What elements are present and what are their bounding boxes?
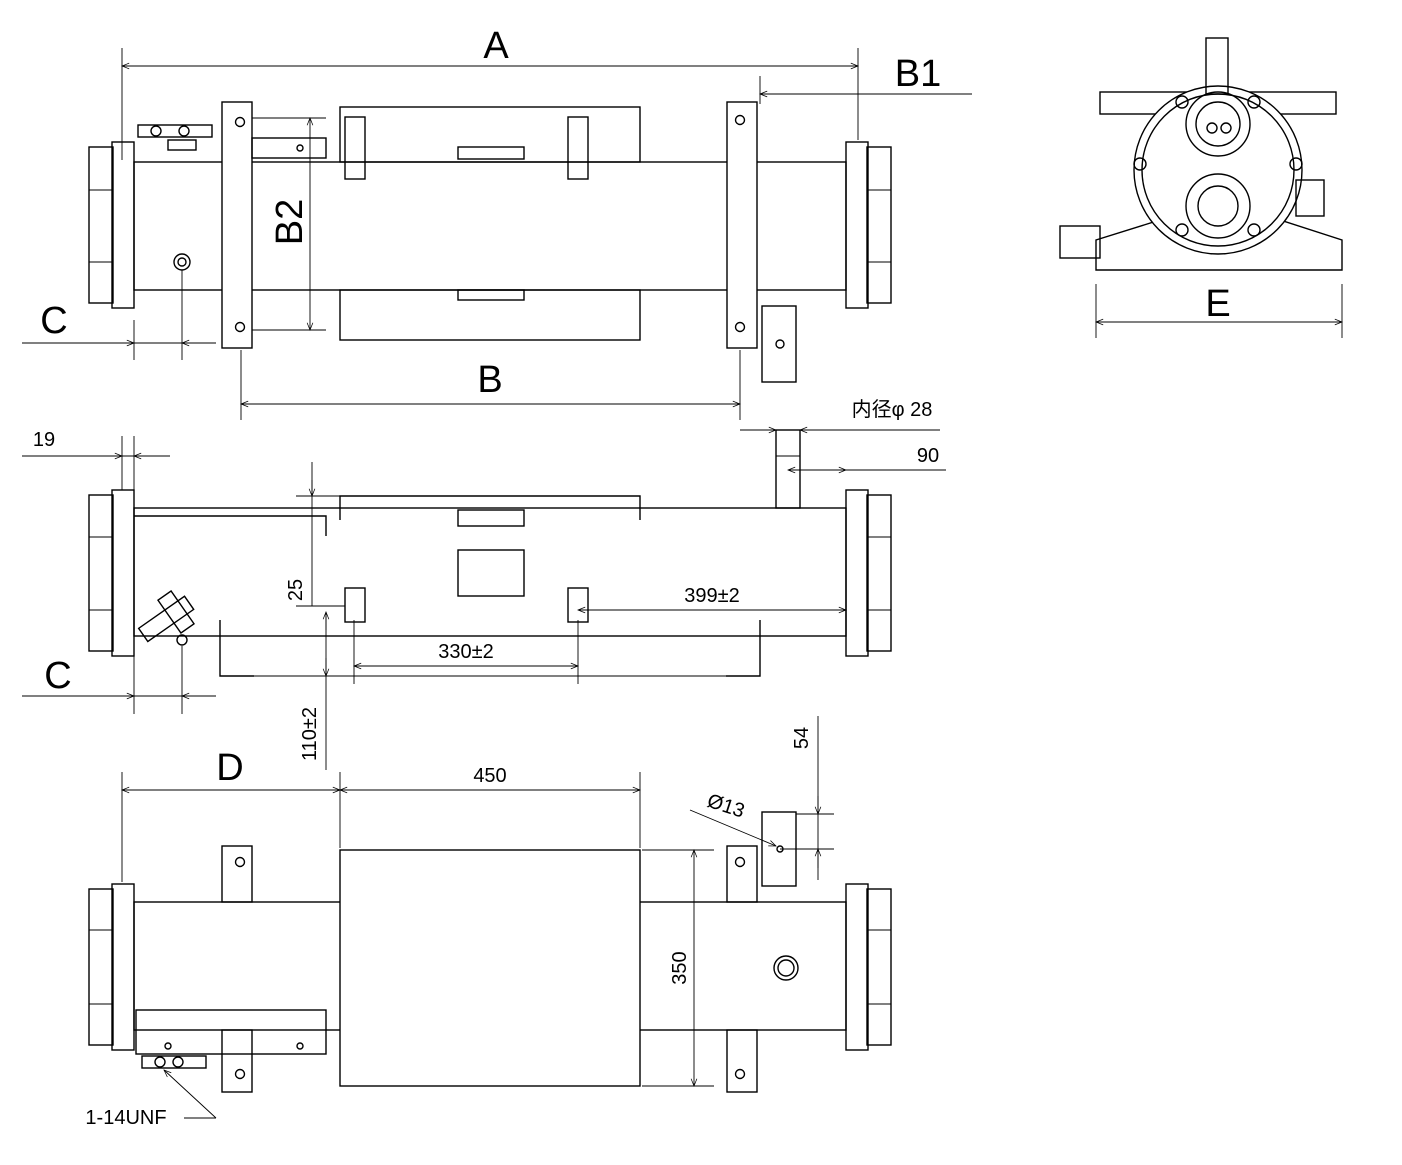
dim-C-mid-label: C — [44, 655, 71, 697]
end-view: E — [1059, 37, 1342, 338]
dim-54-label: 54 — [791, 727, 813, 749]
top-left-flange — [88, 141, 135, 309]
top-bracket-left — [221, 101, 253, 349]
thread-label: 1-14UNF — [85, 1107, 166, 1129]
top-bracket-right — [726, 101, 758, 349]
dim-E-label: E — [1205, 283, 1230, 325]
top-mount-tab — [761, 305, 797, 383]
dim-B-label: B — [477, 359, 502, 401]
dim-399-label: 399±2 — [684, 585, 739, 607]
side-valve — [137, 590, 195, 643]
dim-450-label: 450 — [473, 765, 506, 787]
dim-110-label: 110±2 — [299, 707, 321, 761]
side-view: 19 内径φ 28 90 25 399±2 330±2 C — [22, 398, 946, 770]
top-view: A B1 B2 B C — [22, 25, 972, 420]
bottom-view: D 450 54 Ø13 350 1-14UNF — [85, 716, 892, 1129]
top-plug — [173, 253, 191, 271]
dim-330-label: 330±2 — [438, 641, 493, 663]
dim-13-label: Ø13 — [704, 790, 747, 823]
dim-B2-label: B2 — [269, 199, 311, 245]
side-shell — [133, 507, 847, 637]
top-right-flange — [845, 141, 892, 309]
dim-90-label: 90 — [917, 445, 939, 467]
dim-C-top-label: C — [40, 300, 67, 342]
dim-19-label: 19 — [33, 429, 55, 451]
bottom-valve — [141, 1055, 207, 1069]
dim-A-label: A — [483, 25, 509, 67]
dim-25-label: 25 — [285, 579, 307, 601]
inner-diameter-label: 内径φ 28 — [852, 398, 933, 421]
dim-350-label: 350 — [669, 951, 691, 984]
end-shell — [1133, 85, 1303, 255]
top-box-upper — [339, 106, 641, 163]
side-pipe — [775, 429, 801, 509]
dim-D-label: D — [216, 747, 243, 789]
bottom-box — [339, 849, 641, 1087]
top-box-lower — [339, 289, 641, 341]
dim-B1-label: B1 — [895, 53, 941, 95]
top-valve — [137, 124, 213, 151]
